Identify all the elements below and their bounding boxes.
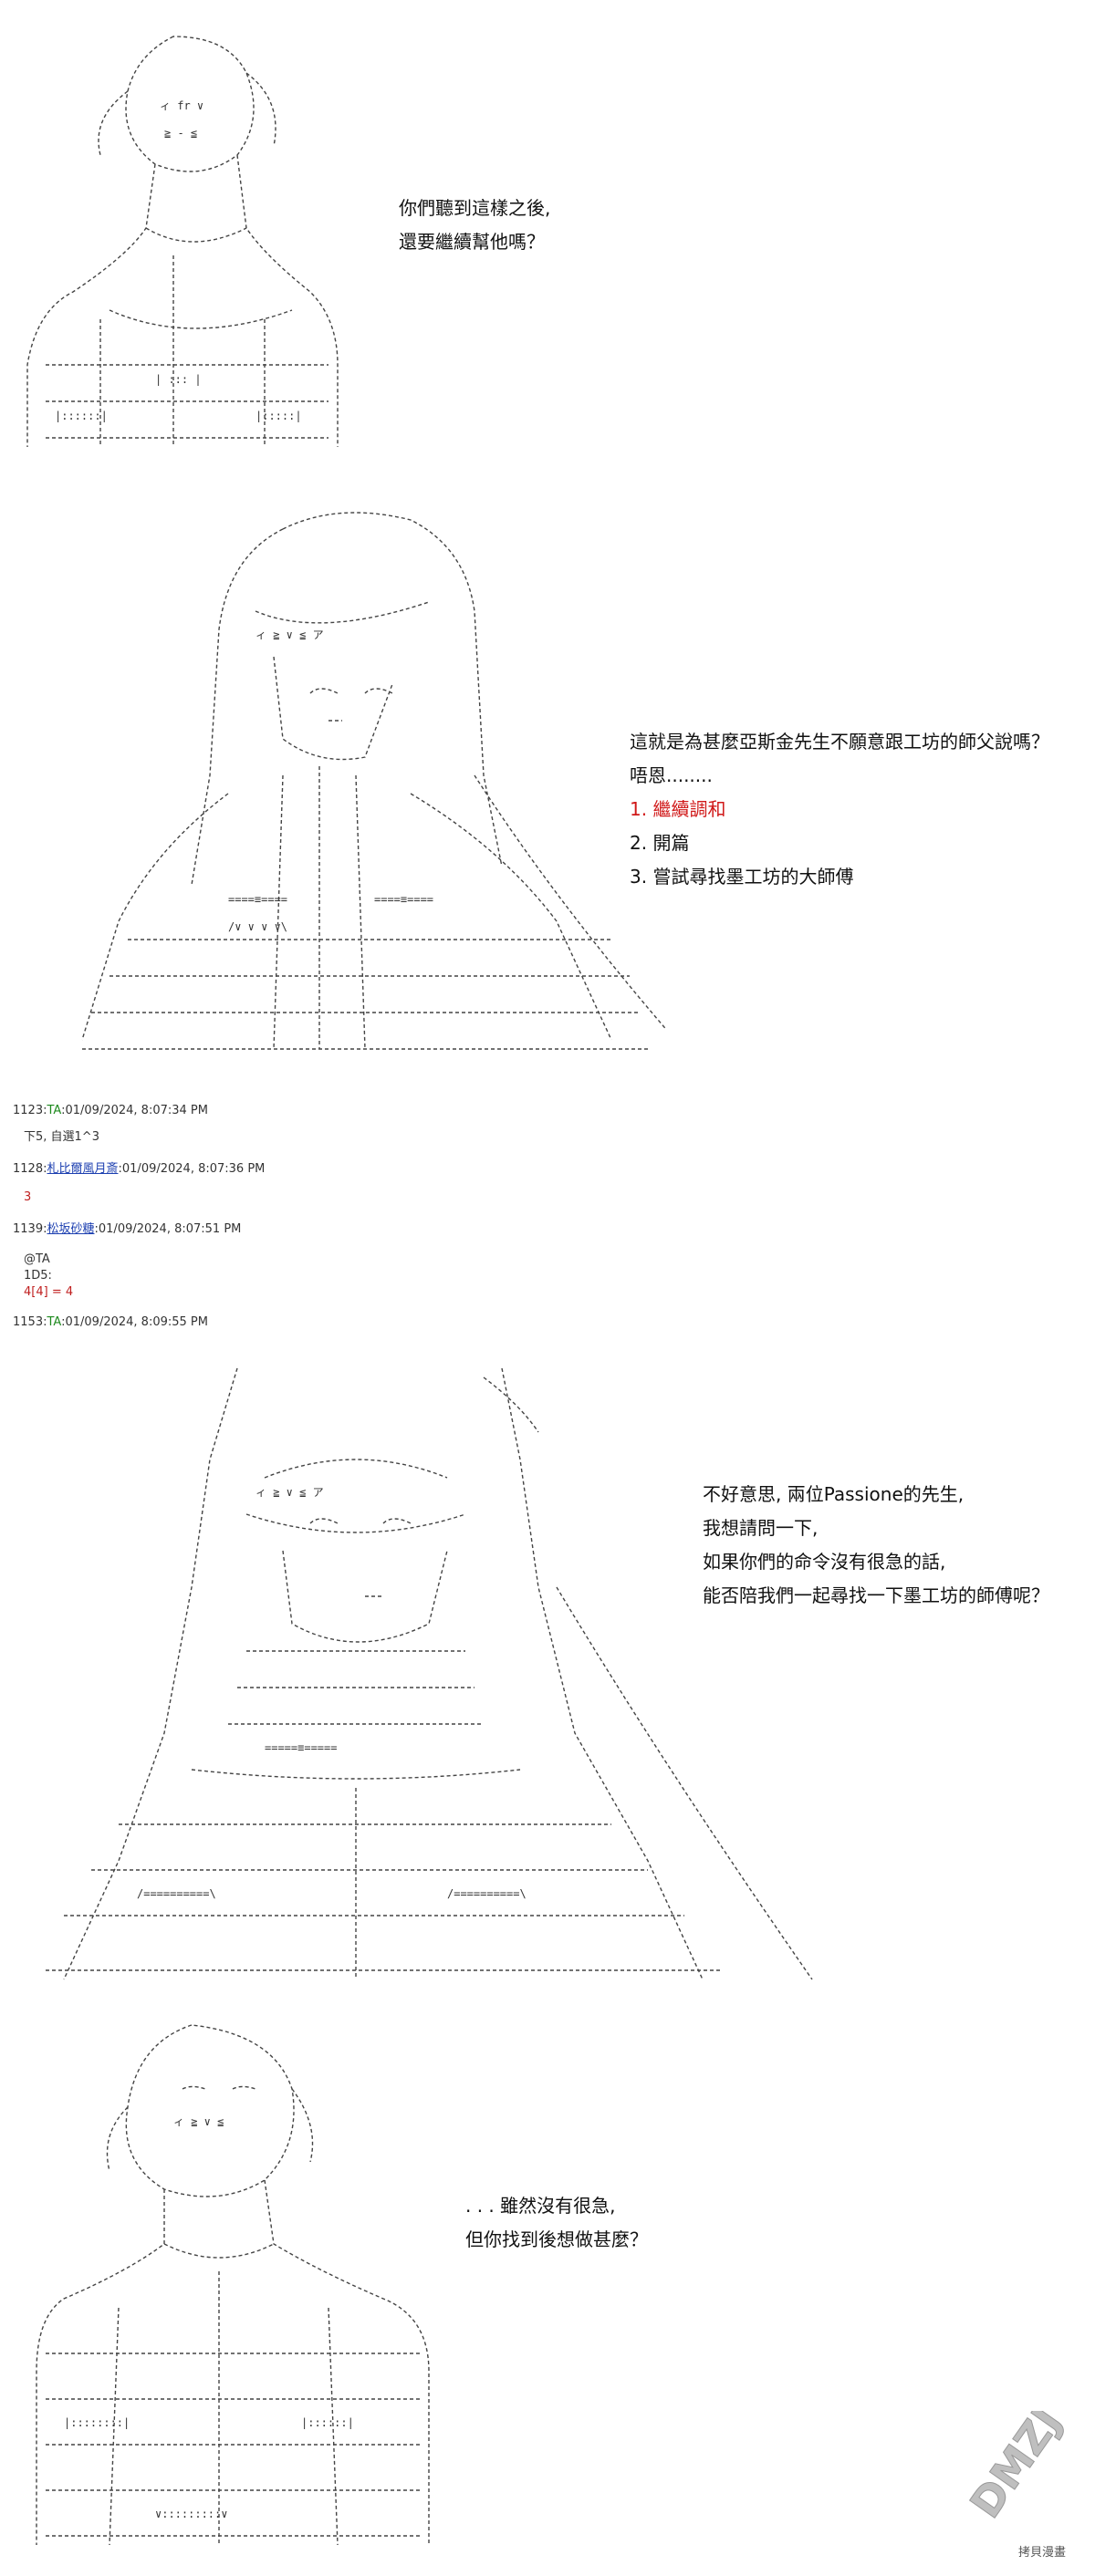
svg-text:/∨ ∨ ∨ ∨\: /∨ ∨ ∨ ∨\ xyxy=(228,920,287,933)
post-header: 1128:札比爾風月斎:01/09/2024, 8:07:36 PM xyxy=(13,1162,266,1176)
post-body: 下5, 自選1^3 xyxy=(24,1129,99,1146)
watermark-logo-icon: DMZJ xyxy=(960,2398,1071,2528)
post-author[interactable]: 札比爾風月斎 xyxy=(47,1162,119,1176)
ascii-art-character-4: ィ ≧ ∨ ≦ |::::::::| |::::::| ∨:::::::::∨ xyxy=(27,2007,456,2554)
svg-text:====≡====: ====≡==== xyxy=(374,893,433,906)
dialog-box-1: 你們聽到這樣之後, 還要繼續幫他嗎？ xyxy=(399,192,550,259)
svg-text:≧ ‐ ≦: ≧ ‐ ≦ xyxy=(164,127,197,140)
panel-4: ィ ≧ ∨ ≦ |::::::::| |::::::| ∨:::::::::∨ … xyxy=(0,1998,1095,2576)
svg-text:/==========\: /==========\ xyxy=(447,1887,527,1900)
svg-text:∨:::::::::∨: ∨:::::::::∨ xyxy=(155,2508,227,2520)
post-author[interactable]: 松坂砂糖 xyxy=(47,1222,95,1236)
post-body-line: 1D5: xyxy=(24,1269,52,1283)
dialog-line: 還要繼續幫他嗎？ xyxy=(399,231,545,253)
dialog-line: 不好意思, 兩位Passione的先生, xyxy=(703,1483,965,1505)
svg-text:ィ ≧ ∨ ≦: ィ ≧ ∨ ≦ xyxy=(173,2115,224,2128)
thought-line: 唔恩........ xyxy=(630,764,713,786)
ascii-art-1-svg: ィ fr ∨ ≧ ‐ ≦ | ::: | |::::::| |:::::| xyxy=(26,36,339,447)
ascii-art-4-svg: ィ ≧ ∨ ≦ |::::::::| |::::::| ∨:::::::::∨ xyxy=(36,2024,430,2546)
post-number: 1139 xyxy=(13,1222,44,1236)
svg-text:ィ ≧ ∨ ≦ ア: ィ ≧ ∨ ≦ ア xyxy=(256,628,324,641)
ascii-art-2-svg: ィ ≧ ∨ ≦ ア ====≡==== ====≡==== /∨ ∨ ∨ ∨\ xyxy=(81,512,666,1050)
dialog-line: 如果你們的命令沒有很急的話, xyxy=(703,1551,946,1573)
dialog-line: 但你找到後想做甚麼？ xyxy=(465,2228,648,2250)
svg-text:|::::::|: |::::::| xyxy=(55,410,108,422)
question-line: 這就是為甚麼亞斯金先生不願意跟工坊的師父說嗎？ xyxy=(630,731,1049,753)
option-2: 2. 開篇 xyxy=(630,832,690,854)
ascii-art-character-2: ィ ≧ ∨ ≦ ア ====≡==== ====≡==== /∨ ∨ ∨ ∨\ xyxy=(46,502,666,1085)
dialog-line: . . . 雖然沒有很急, xyxy=(465,2195,616,2217)
svg-text:|::::::::|: |::::::::| xyxy=(64,2416,130,2429)
ascii-art-character-3: ィ ≧ ∨ ≦ ア =====≡===== /==========\ /====… xyxy=(9,1350,821,1989)
post-date: 01/09/2024, 8:09:55 PM xyxy=(65,1315,208,1329)
post-date: 01/09/2024, 8:07:34 PM xyxy=(65,1104,208,1117)
svg-text:/==========\: /==========\ xyxy=(137,1887,216,1900)
post-body: @TA 1D5: 4[4] = 4 xyxy=(24,1252,73,1301)
post-body: 3 xyxy=(24,1189,31,1206)
dialog-box-2: 這就是為甚麼亞斯金先生不願意跟工坊的師父說嗎？ 唔恩........ 1. 繼續… xyxy=(630,725,1049,894)
post-author[interactable]: TA xyxy=(47,1104,62,1117)
post-header: 1153:TA:01/09/2024, 8:09:55 PM xyxy=(13,1315,208,1329)
watermark-site: 拷貝漫畫 xyxy=(1017,2546,1066,2560)
svg-text:|:::::|: |:::::| xyxy=(256,410,302,422)
svg-text:| ::: |: | ::: | xyxy=(155,373,202,386)
post-date: 01/09/2024, 8:07:36 PM xyxy=(121,1162,266,1176)
post-date: 01/09/2024, 8:07:51 PM xyxy=(98,1222,242,1236)
svg-text:|::::::|: |::::::| xyxy=(301,2416,354,2429)
dialog-box-4: . . . 雖然沒有很急, 但你找到後想做甚麼？ xyxy=(465,2189,648,2257)
svg-text:=====≡=====: =====≡===== xyxy=(265,1741,337,1754)
ascii-art-3-svg: ィ ≧ ∨ ≦ ア =====≡===== /==========\ /====… xyxy=(46,1367,813,1980)
post-body-line: @TA xyxy=(24,1252,50,1266)
dialog-line: 你們聽到這樣之後, xyxy=(399,197,551,219)
post-number: 1153 xyxy=(13,1315,44,1329)
ascii-art-character-1: ィ fr ∨ ≧ ‐ ≦ | ::: | |::::::| |:::::| xyxy=(18,18,356,483)
svg-text:====≡====: ====≡==== xyxy=(228,893,287,906)
post-number: 1128 xyxy=(13,1162,44,1176)
post-header: 1123:TA:01/09/2024, 8:07:34 PM xyxy=(13,1104,208,1117)
svg-text:ィ ≧ ∨ ≦ ア: ィ ≧ ∨ ≦ ア xyxy=(256,1486,324,1499)
svg-text:ィ fr ∨: ィ fr ∨ xyxy=(160,99,203,112)
post-header: 1139:松坂砂糖:01/09/2024, 8:07:51 PM xyxy=(13,1222,242,1236)
watermark-logo: DMZJ 拷貝漫畫 xyxy=(945,2398,1082,2561)
panel-3: ィ ≧ ∨ ≦ ア =====≡===== /==========\ /====… xyxy=(0,1341,1095,1998)
post-author[interactable]: TA xyxy=(47,1315,62,1329)
post-body-line: 3 xyxy=(24,1190,32,1204)
panel-1: ィ fr ∨ ≧ ‐ ≦ | ::: | |::::::| |:::::| 你們… xyxy=(0,0,1095,493)
watermark-logo-text: DMZJ xyxy=(960,2411,1070,2527)
dialog-line: 能否陪我們一起尋找一下墨工坊的師傅呢？ xyxy=(703,1584,1049,1606)
post-number: 1123 xyxy=(13,1104,44,1117)
dialog-line: 我想請問一下, xyxy=(703,1517,819,1539)
post-body-line: 4[4] = 4 xyxy=(24,1285,74,1299)
option-1: 1. 繼續調和 xyxy=(630,798,726,820)
panel-2: ィ ≧ ∨ ≦ ア ====≡==== ====≡==== /∨ ∨ ∨ ∨\ … xyxy=(0,493,1095,1095)
option-3: 3. 嘗試尋找墨工坊的大師傅 xyxy=(630,866,854,888)
post-body-line: 下5, 自選1^3 xyxy=(24,1130,99,1144)
dialog-box-3: 不好意思, 兩位Passione的先生, 我想請問一下, 如果你們的命令沒有很急… xyxy=(703,1478,1049,1613)
